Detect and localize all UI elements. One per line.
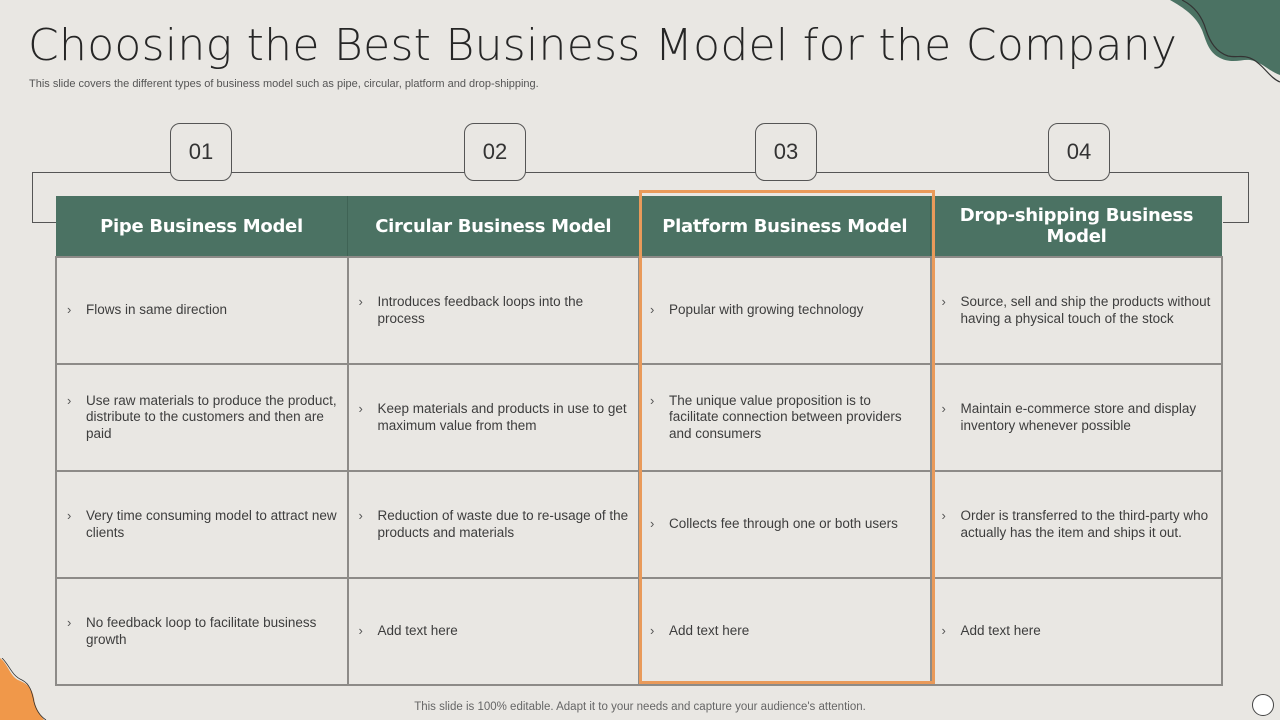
table-cell: ›Flows in same direction [55,256,349,365]
connector-bracket [32,172,1249,223]
chevron-right-icon: › [650,392,655,408]
header-circular: Circular Business Model [347,196,640,257]
table-cell: ›Popular with growing technology [638,256,932,365]
table-cell: ›Maintain e-commerce store and display i… [929,363,1223,472]
chevron-right-icon: › [650,516,655,532]
chevron-right-icon: › [941,508,946,523]
chevron-right-icon: › [941,294,946,309]
circle-button[interactable] [1252,694,1274,716]
table-cell: ›Keep materials and products in use to g… [346,363,640,472]
chevron-right-icon: › [358,508,363,523]
table-cell: ›Source, sell and ship the products with… [929,256,1223,365]
table-cell: ›Add text here [638,577,932,686]
chevron-right-icon: › [67,392,72,408]
chevron-right-icon: › [358,623,363,639]
slide-footer-note: This slide is 100% editable. Adapt it to… [414,701,866,713]
table-row: ›Flows in same direction ›Introduces fee… [55,256,1223,365]
chevron-right-icon: › [941,623,946,639]
slide-title: Choosing the Best Business Model for the… [28,20,1178,71]
table-cell: ›Add text here [346,577,640,686]
header-platform: Platform Business Model [639,196,931,257]
business-model-table: Pipe Business Model Circular Business Mo… [55,196,1223,686]
step-number-03: 03 [755,123,817,181]
table-row: ›Use raw materials to produce the produc… [55,363,1223,472]
step-number-02: 02 [464,123,526,181]
table-cell: ›Very time consuming model to attract ne… [55,470,349,579]
table-row: ›No feedback loop to facilitate business… [55,577,1223,686]
connector-right-tail [1223,222,1248,223]
step-number-04: 04 [1048,123,1110,181]
table-cell: ›Introduces feedback loops into the proc… [346,256,640,365]
slide-subtitle: This slide covers the different types of… [29,78,539,90]
table-cell: ›No feedback loop to facilitate business… [55,577,349,686]
step-number-01: 01 [170,123,232,181]
table-header-row: Pipe Business Model Circular Business Mo… [56,196,1222,257]
chevron-right-icon: › [358,294,363,309]
table-cell: ›Order is transferred to the third-party… [929,470,1223,579]
table-cell: ›Use raw materials to produce the produc… [55,363,349,472]
table-cell: ›The unique value proposition is to faci… [638,363,932,472]
table-row: ›Very time consuming model to attract ne… [55,470,1223,579]
chevron-right-icon: › [650,623,655,639]
connector-left-tail [32,222,56,223]
chevron-right-icon: › [941,401,946,416]
table-cell: ›Collects fee through one or both users [638,470,932,579]
table-cell: ›Reduction of waste due to re-usage of t… [346,470,640,579]
chevron-right-icon: › [650,302,655,318]
chevron-right-icon: › [67,615,72,630]
header-drop-shipping: Drop-shipping Business Model [930,196,1222,257]
header-pipe: Pipe Business Model [56,196,348,257]
chevron-right-icon: › [358,401,363,416]
table-cell: ›Add text here [929,577,1223,686]
chevron-right-icon: › [67,508,72,523]
chevron-right-icon: › [67,302,72,318]
corner-blob-decoration [0,658,47,720]
corner-wave-decoration [1170,0,1280,83]
